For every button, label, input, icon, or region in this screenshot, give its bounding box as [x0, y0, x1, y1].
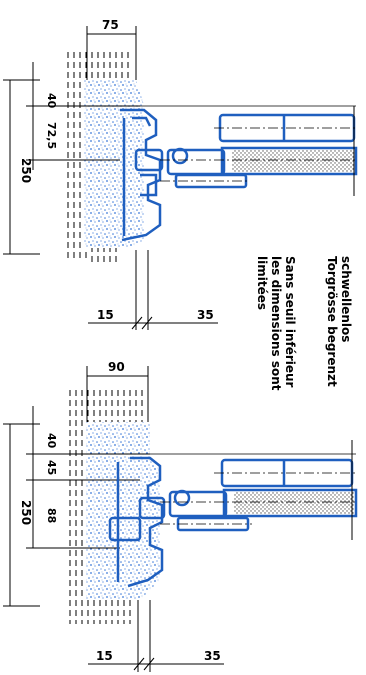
dim-15-label-top: 15: [97, 308, 114, 322]
notes: schwellenlos Torgrösse begrenzt Sans seu…: [255, 256, 353, 391]
insulation-core-bottom: [234, 492, 354, 514]
dim-width-top: [86, 26, 137, 80]
dim-width-bottom: [86, 366, 149, 422]
note-fr-line1: Sans seuil inférieur: [283, 256, 297, 388]
dim-250-label-top: 250: [19, 158, 33, 183]
dim-40-label-top: 40: [45, 93, 58, 109]
note-fr-line3: limitées: [255, 256, 269, 310]
dim-88-label: 88: [45, 508, 58, 523]
dim-vertical-top: [3, 62, 140, 255]
insulation-core-top: [232, 150, 354, 172]
dim-bottom-top: [88, 250, 218, 330]
frame-profile-bottom: [108, 456, 166, 588]
concrete-fill-top: [84, 80, 144, 248]
centerlines-top: [160, 127, 356, 182]
dim-35-label-top: 35: [197, 308, 214, 322]
bottom-detail: 90 40 45 88 250: [3, 360, 358, 672]
dim-250-label-bottom: 250: [19, 500, 33, 525]
dim-72-5-label: 72,5: [45, 122, 58, 149]
dim-45-label: 45: [45, 460, 58, 475]
top-detail: 75 40 72,5 250: [3, 18, 358, 330]
dim-35-label-bottom: 35: [204, 649, 221, 663]
dim-40-label-bottom: 40: [45, 433, 58, 449]
dim-vertical-bottom: [3, 406, 150, 607]
dim-90-label: 90: [108, 360, 125, 374]
note-fr-line2: les dimensions sont: [269, 256, 283, 391]
concrete-fill-bottom: [86, 422, 160, 600]
note-de-line2: Torgrösse begrenzt: [325, 256, 339, 387]
dim-15-label-bottom: 15: [96, 649, 113, 663]
note-de-line1: schwellenlos: [339, 256, 353, 342]
dim-75-label: 75: [102, 18, 119, 32]
centerlines-bottom: [160, 472, 356, 525]
dim-bottom-bottom: [88, 600, 224, 672]
